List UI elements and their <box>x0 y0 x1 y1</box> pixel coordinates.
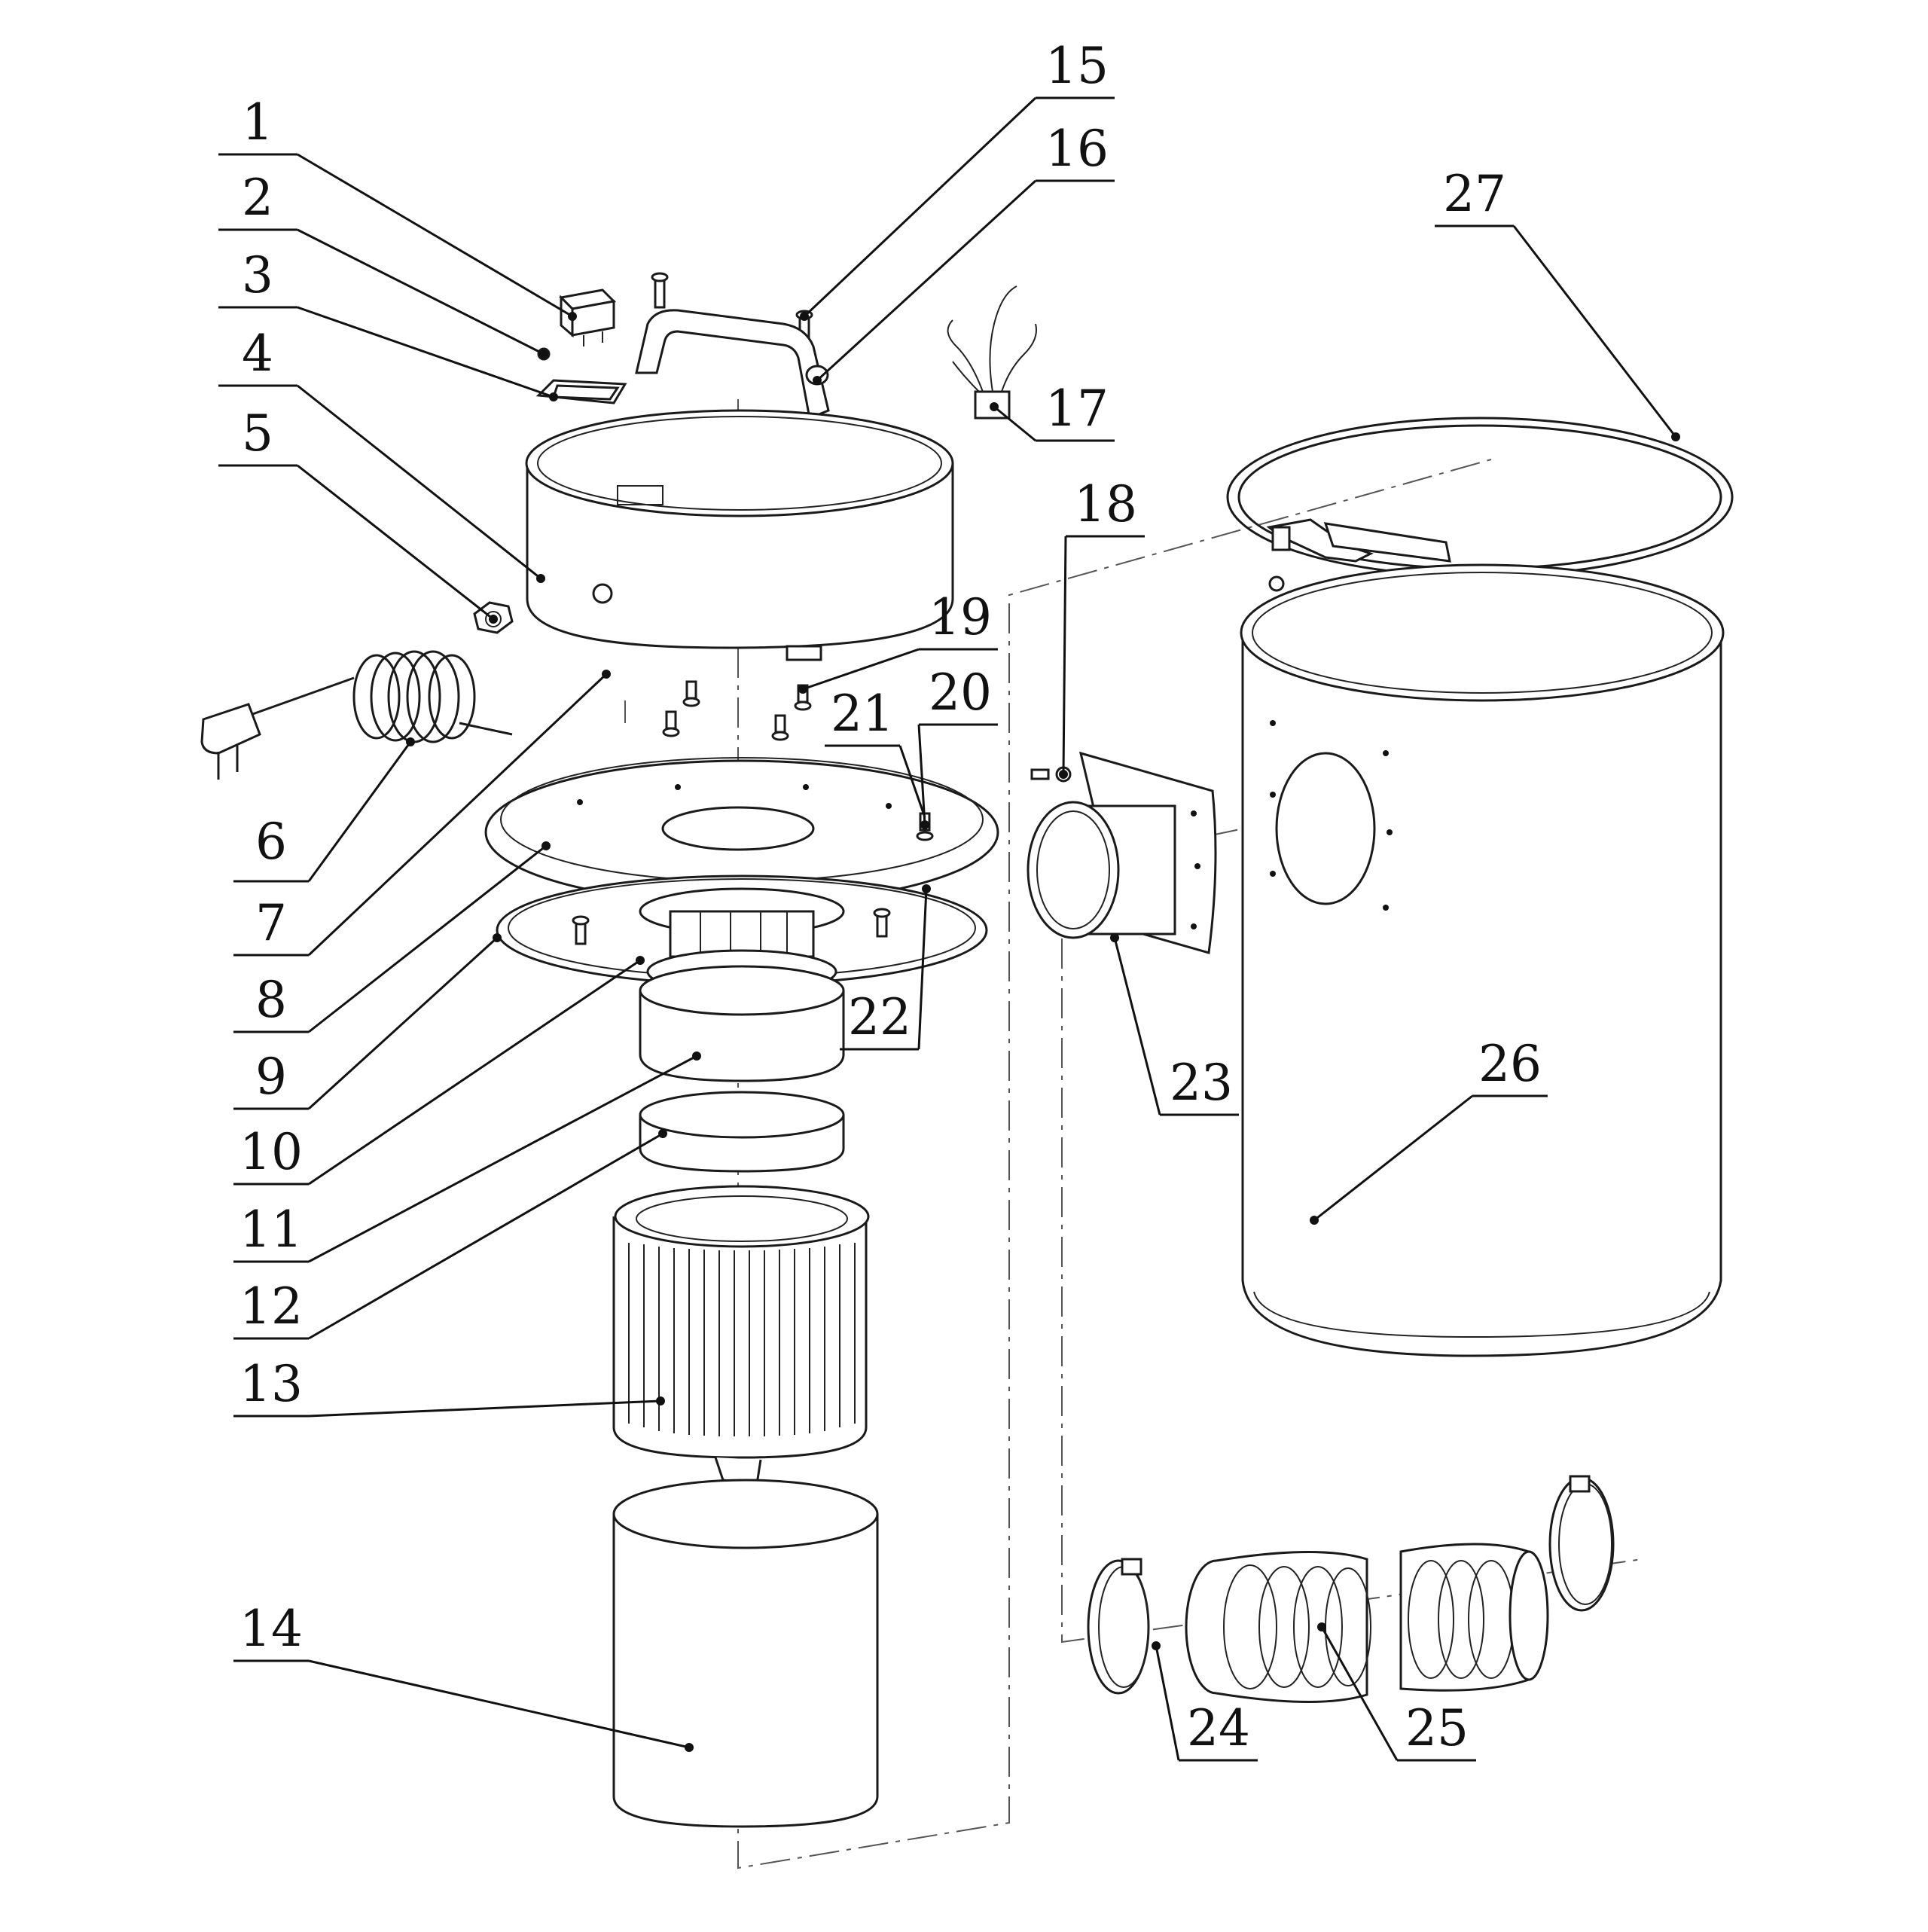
callout-label-9: 9 <box>255 1048 287 1106</box>
callout-label-21: 21 <box>831 685 894 743</box>
callout-leaders <box>218 96 1680 1762</box>
callout-label-7: 7 <box>255 894 287 952</box>
callout-label-11: 11 <box>239 1201 303 1259</box>
clamp-ring-part <box>1226 417 1734 578</box>
top-cover-part <box>525 409 954 661</box>
callout-label-22: 22 <box>848 988 911 1046</box>
callout-labels: 1 2 3 4 5 6 7 8 9 10 11 12 13 14 15 16 1… <box>239 37 1542 1757</box>
callout-label-12: 12 <box>239 1277 303 1335</box>
callout-label-10: 10 <box>239 1123 303 1181</box>
callout-label-23: 23 <box>1170 1054 1233 1112</box>
filter-sleeve-part <box>612 1479 879 1828</box>
hose-clamp-left-part <box>1087 1558 1150 1695</box>
inlet-flange-part <box>1027 751 1217 954</box>
callout-label-17: 17 <box>1045 380 1109 438</box>
hose-clamp-right-part <box>1548 1475 1615 1612</box>
switch-plate-part <box>535 379 627 404</box>
motor-plate-part <box>484 757 999 905</box>
callout-label-24: 24 <box>1187 1699 1250 1757</box>
callout-label-8: 8 <box>255 971 287 1029</box>
terminal-block-part <box>947 285 1037 420</box>
callout-label-19: 19 <box>929 588 992 646</box>
small-nut-part <box>1268 575 1285 592</box>
callout-label-14: 14 <box>239 1600 303 1658</box>
drum-part <box>1240 563 1725 1357</box>
callout-label-16: 16 <box>1045 120 1109 178</box>
callout-label-18: 18 <box>1074 475 1137 533</box>
callout-label-4: 4 <box>242 325 273 383</box>
cover-screws-part <box>662 680 812 741</box>
callout-label-26: 26 <box>1478 1035 1542 1093</box>
callout-label-3: 3 <box>242 246 273 304</box>
callout-label-13: 13 <box>239 1355 303 1413</box>
callout-label-15: 15 <box>1045 37 1109 95</box>
callout-label-27: 27 <box>1443 165 1506 223</box>
callout-label-6: 6 <box>255 813 287 871</box>
motor-housing-part <box>639 965 845 1082</box>
callout-label-1: 1 <box>242 93 273 151</box>
callout-label-5: 5 <box>242 404 273 462</box>
filter-ring-part <box>639 1091 845 1173</box>
callout-label-2: 2 <box>242 169 273 227</box>
callout-label-20: 20 <box>929 664 992 722</box>
switch-part <box>558 288 617 346</box>
power-cord-part <box>200 650 513 780</box>
callout-label-25: 25 <box>1405 1699 1469 1757</box>
hose-part <box>1185 1543 1549 1704</box>
gasket-screws-part <box>572 908 891 945</box>
cartridge-filter-part <box>612 1185 870 1485</box>
filter-pleats <box>628 1243 856 1436</box>
